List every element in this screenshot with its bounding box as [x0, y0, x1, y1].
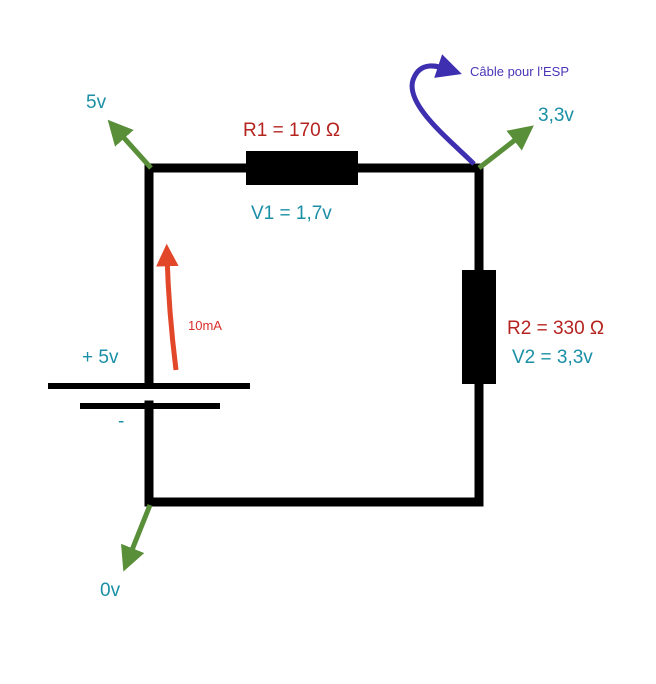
- current-arrow: [156, 243, 179, 371]
- node-arrow-3-3v: [477, 125, 534, 170]
- resistor-r1: [246, 151, 358, 185]
- label-r1: R1 = 170 Ω: [243, 120, 340, 141]
- esp-cable-arrow: [409, 54, 476, 166]
- label-node-0v: 0v: [100, 580, 121, 601]
- node-arrow-0v: [121, 504, 153, 572]
- label-node-3-3v: 3,3v: [538, 105, 574, 126]
- label-battery-plus: + 5v: [82, 347, 119, 368]
- label-esp-cable: Câble pour l’ESP: [470, 64, 569, 79]
- label-v1: V1 = 1,7v: [251, 203, 332, 224]
- label-v2: V2 = 3,3v: [512, 347, 593, 368]
- label-battery-minus: -: [118, 411, 124, 432]
- resistor-r2: [462, 270, 496, 384]
- label-r2: R2 = 330 Ω: [507, 318, 604, 339]
- label-current: 10mA: [188, 318, 222, 333]
- circuit-wires: [144, 163, 484, 507]
- node-arrow-5v: [107, 119, 153, 170]
- label-node-5v: 5v: [86, 92, 107, 113]
